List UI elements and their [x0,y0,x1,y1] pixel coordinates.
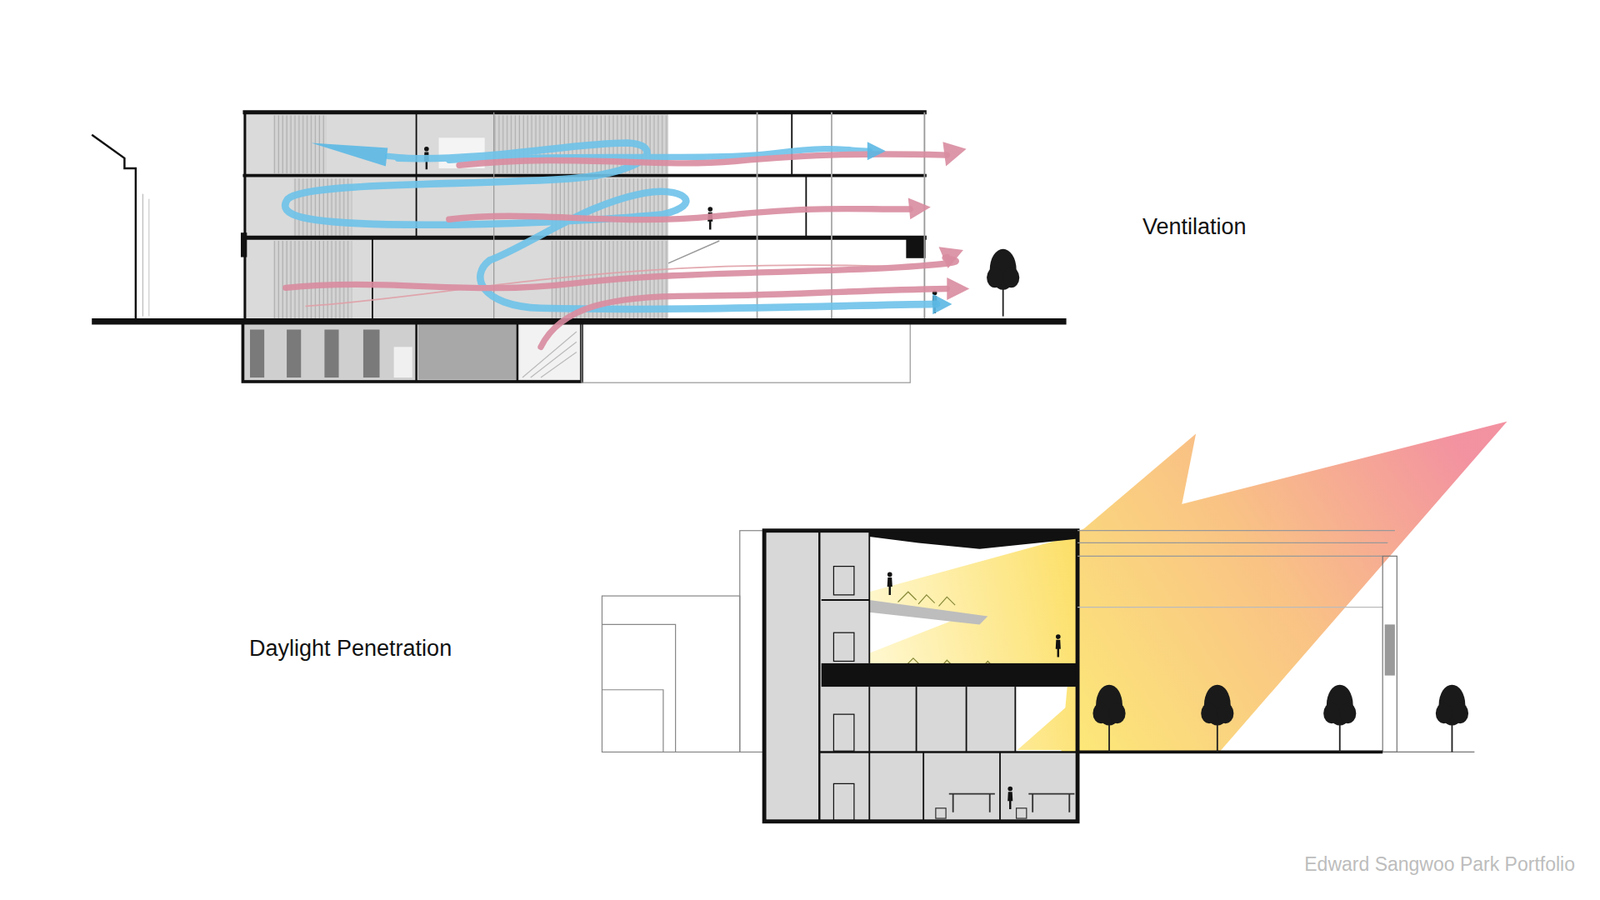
daylight-section [1077,542,1388,544]
daylight-section [819,750,1078,753]
ventilation-section [516,321,519,382]
daylight-wedges [869,571,1078,664]
daylight-section [1435,685,1469,753]
daylight-section [1077,750,1383,755]
ventilation-section [324,330,339,379]
ventilation-section [273,240,352,320]
arrowheads [867,141,886,160]
daylight-section [965,686,968,752]
daylight-wedges [1017,696,1078,750]
daylight-section [1200,685,1234,753]
daylight-wedges [1077,421,1508,753]
daylight-section [935,808,946,819]
ventilation-section [242,235,926,240]
ventilation-section [415,112,418,239]
daylight-section [1092,685,1125,753]
daylight-section [922,751,925,821]
daylight-section [1077,606,1383,608]
ventilation-section [91,112,1066,383]
airflow-arrows [285,142,956,347]
ventilation-section [415,321,417,382]
daylight-section [999,751,1001,821]
arrowheads [310,142,388,166]
daylight-section [869,530,1078,550]
daylight-section [740,530,765,753]
daylight-section [1007,786,1013,810]
ventilation-section [581,321,910,383]
daylight-section [833,714,854,751]
daylight-section [887,572,893,595]
daylight-section [601,690,663,753]
daylight-section [868,530,870,664]
daylight-section [1055,634,1061,657]
daylight-section [601,421,1507,822]
daylight-section [833,783,854,820]
daylight-section [601,624,675,752]
ventilation-section [905,237,925,258]
daylight-section [833,566,854,595]
ventilation-section [243,112,246,322]
ventilation-section [550,178,669,236]
daylight-section [1077,530,1395,531]
ventilation-section [418,324,517,380]
daylight-section [869,600,988,625]
daylight-section [1382,751,1475,753]
ventilation-section [148,199,150,317]
ventilation-section [371,237,374,321]
daylight-section [1016,808,1027,819]
daylight-wedges [869,421,1507,753]
daylight-section [601,595,740,752]
ventilation-section [91,135,136,319]
ventilation-section [363,330,380,379]
arrowheads [939,246,964,269]
arrowheads [310,141,970,315]
arrowheads [942,141,966,166]
watermark: Edward Sangwoo Park Portfolio [1304,853,1575,876]
daylight-section [1385,624,1395,675]
ventilation-section [91,318,1066,325]
daylight-section [833,632,854,661]
ventilation-section [394,346,413,378]
arrowheads [946,277,970,300]
ventilation-section [250,330,265,379]
ventilation-section [986,249,1020,317]
daylight-section [915,686,918,752]
airflow-arrows [449,209,910,220]
ventilation-section [242,110,926,115]
ventilation-section [240,232,247,257]
daylight-section [818,530,820,822]
ventilation-section [756,112,759,322]
daylight-section [868,686,870,822]
airflow-arrows [540,289,947,348]
airflow-arrows [387,155,410,158]
daylight-section [821,599,870,601]
daylight-section [898,591,956,606]
ventilation-section [790,112,793,176]
ventilation-section [286,330,301,379]
arrowheads [908,198,931,220]
section-title: Daylight Penetration [249,635,452,662]
ventilation-section [668,240,720,264]
daylight-section [764,530,1078,822]
ventilation-section [142,194,144,317]
daylight-section [821,663,1078,687]
daylight-section [1077,555,1383,557]
ventilation-section [242,321,582,382]
daylight-section [1014,686,1016,752]
daylight-section [1382,555,1397,752]
airflow-arrows [285,257,956,289]
section-title: Ventilation [1142,214,1247,240]
daylight-section [1323,685,1356,753]
